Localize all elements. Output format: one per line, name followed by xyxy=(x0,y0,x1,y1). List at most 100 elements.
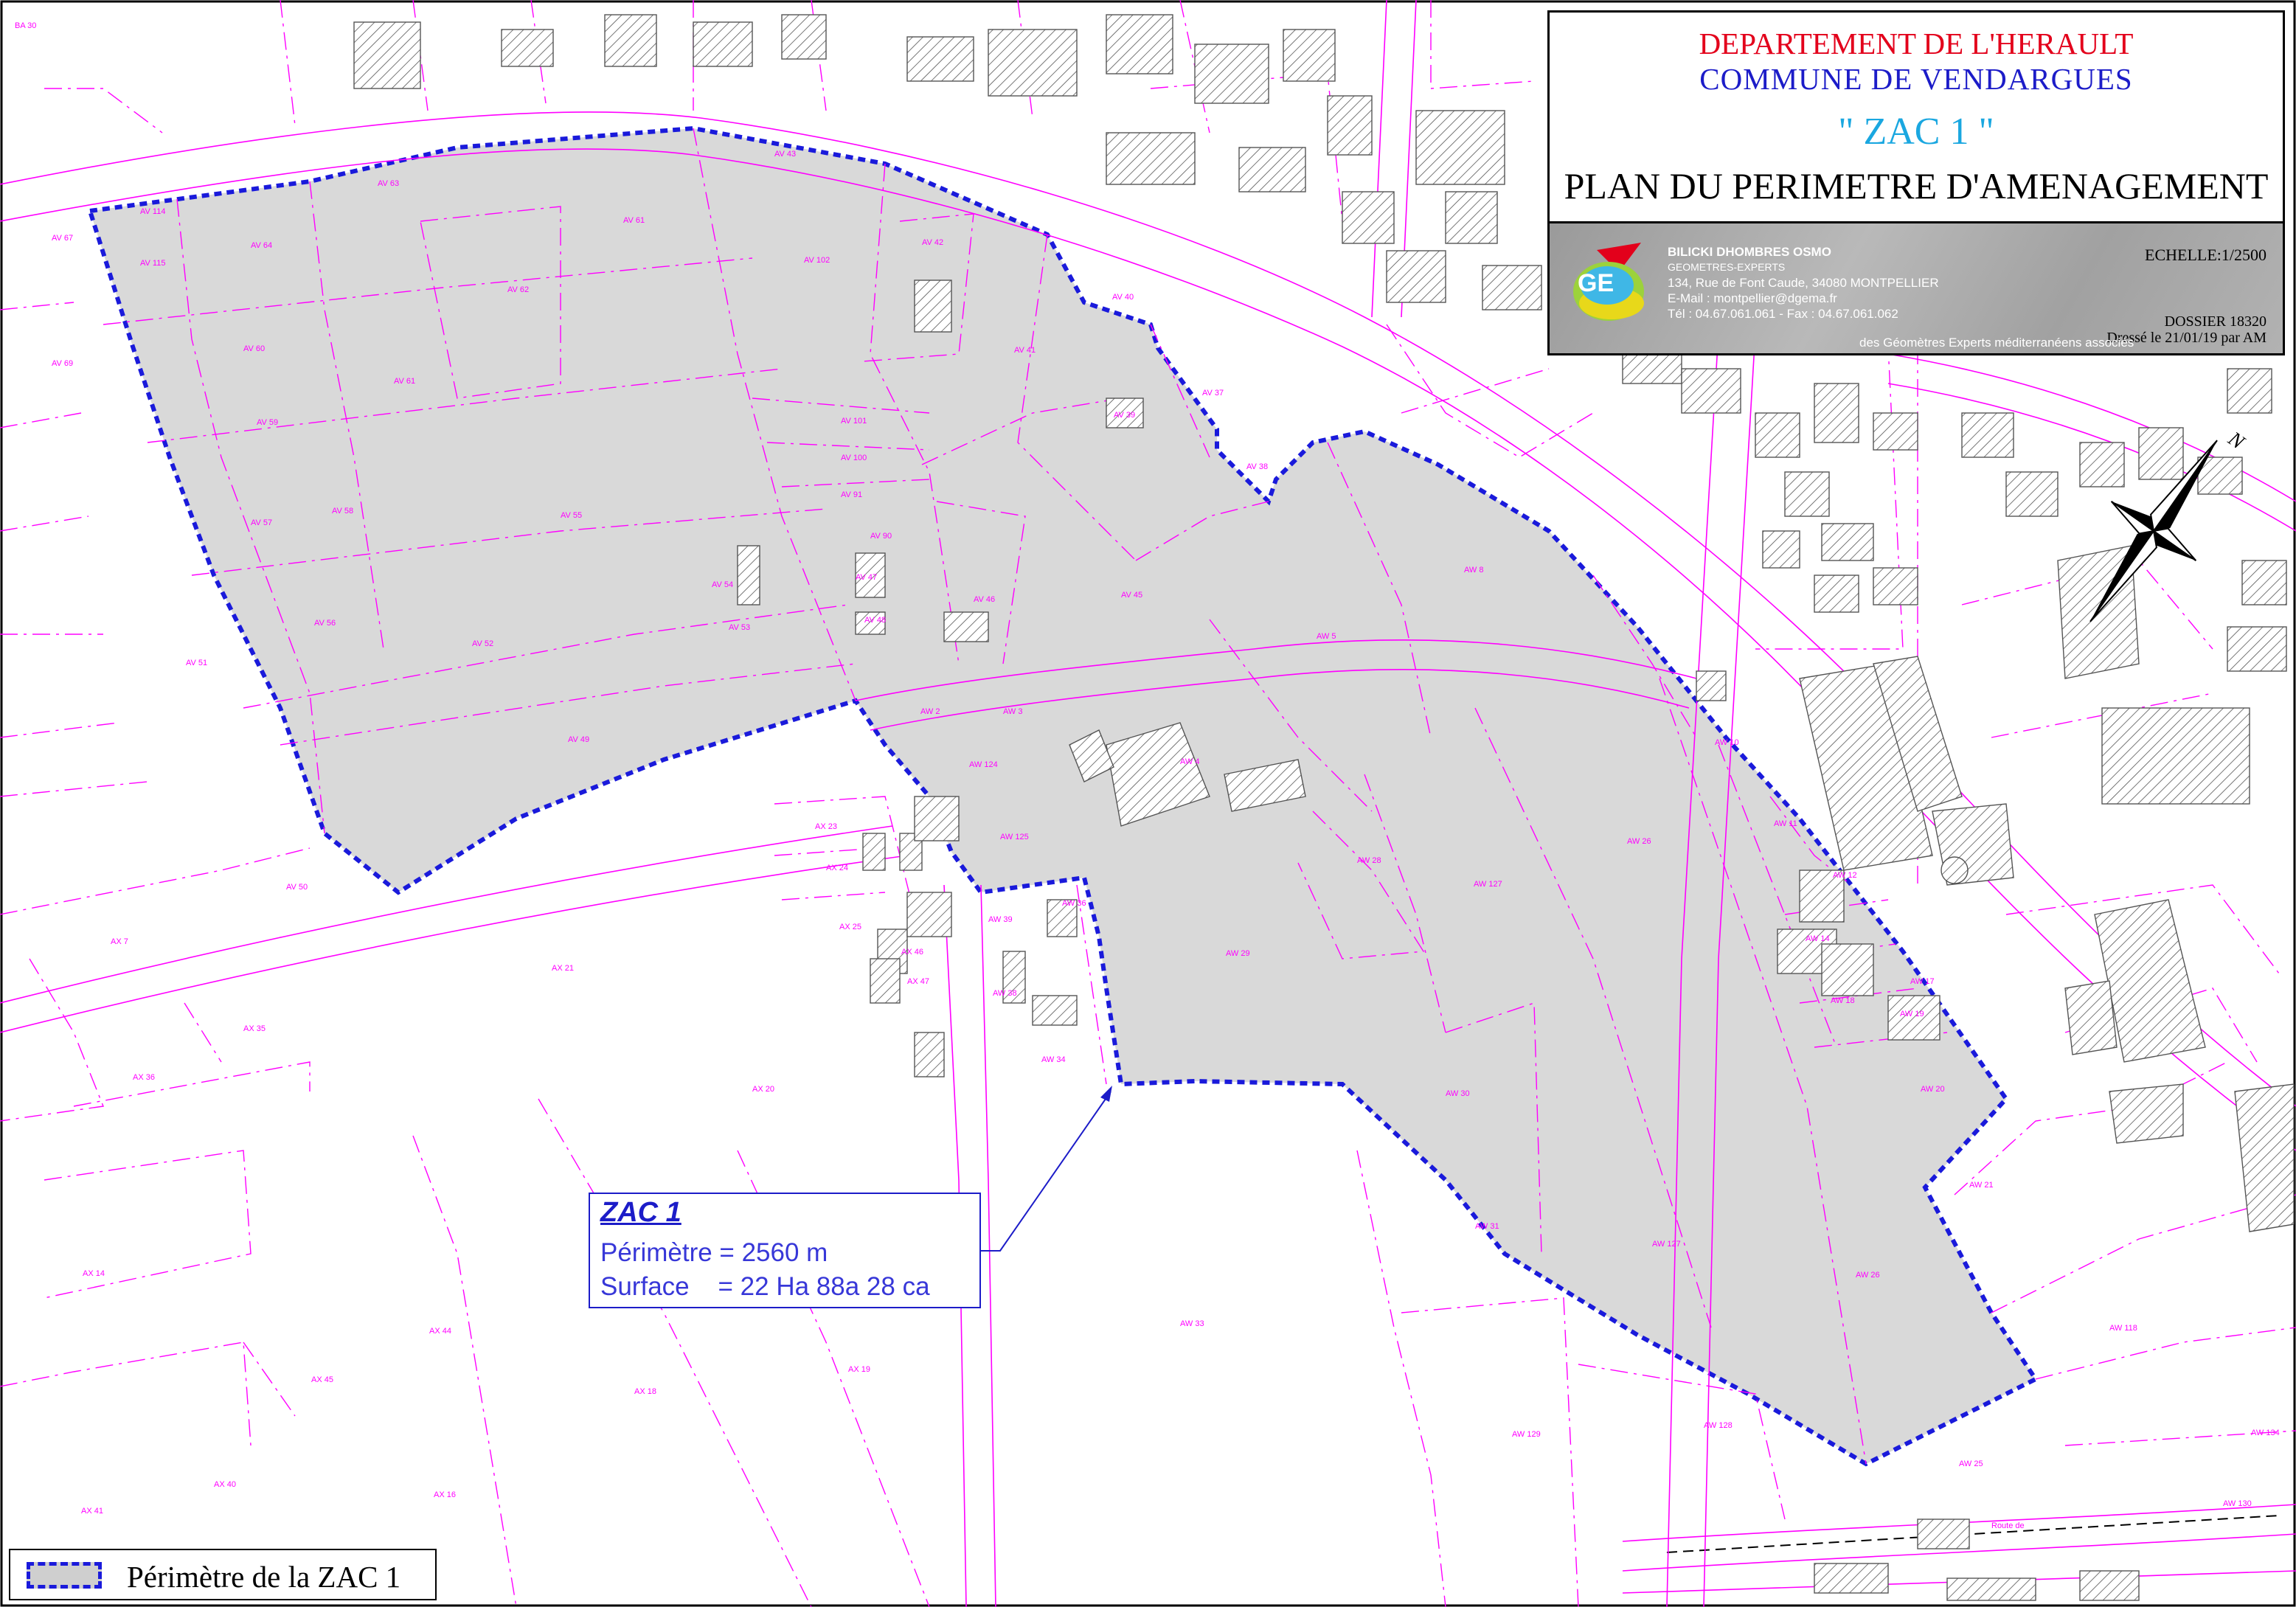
parcel-label: AV 62 xyxy=(507,285,529,294)
parcel-label: AV 102 xyxy=(804,256,830,265)
parcel-label: AW 26 xyxy=(1856,1271,1880,1280)
parcel-label: AW 118 xyxy=(2109,1324,2137,1333)
parcel-label: AV 56 xyxy=(314,619,336,628)
parcel-label: AW 19 xyxy=(1900,1010,1924,1018)
firm-role: GEOMETRES-EXPERTS xyxy=(1668,261,1786,273)
parcel-label: AV 39 xyxy=(1114,411,1135,420)
title-block: DEPARTEMENT DE L'HERAULT COMMUNE DE VEND… xyxy=(1547,10,2285,224)
parcel-label: AV 52 xyxy=(472,639,493,648)
parcel-label: AX 36 xyxy=(133,1073,155,1082)
parcel-label: AW 20 xyxy=(1921,1085,1945,1094)
legend: Périmètre de la ZAC 1 xyxy=(9,1549,437,1600)
parcel-label: AX 35 xyxy=(243,1024,266,1033)
parcel-label: AV 100 xyxy=(841,454,867,462)
parcel-label: AW 36 xyxy=(1062,899,1086,908)
parcel-label: AX 24 xyxy=(826,864,848,872)
parcel-label: AV 63 xyxy=(378,179,399,188)
parcel-label: AW 33 xyxy=(1180,1319,1204,1328)
plan-title: PLAN DU PERIMETRE D'AMENAGEMENT xyxy=(1564,165,2269,206)
parcel-label: AW 29 xyxy=(1226,949,1250,958)
firm-tagline: des Géomètres Experts méditerranéens ass… xyxy=(1859,336,2134,350)
parcel-label: BA 30 xyxy=(15,21,36,30)
parcel-label: AW 5 xyxy=(1317,632,1336,641)
parcel-label: AV 41 xyxy=(1014,346,1036,355)
parcel-label: AV 57 xyxy=(251,518,272,527)
parcel-label: AW 21 xyxy=(1969,1181,1994,1190)
zac-perimeter[interactable] xyxy=(87,125,2039,1467)
firm-email: E-Mail : montpellier@dgema.fr xyxy=(1668,291,1837,305)
firm-name: BILICKI DHOMBRES OSMO xyxy=(1668,245,1831,259)
road-label: Route de xyxy=(1991,1521,2025,1530)
parcel-label: AX 21 xyxy=(552,964,574,973)
scale-label: ECHELLE:1/2500 xyxy=(2145,246,2266,264)
firm-address: 134, Rue de Font Caude, 34080 MONTPELLIE… xyxy=(1668,276,1939,290)
parcel-label: AV 49 xyxy=(568,735,589,744)
parcel-label: AV 48 xyxy=(864,616,886,625)
parcel-label: AW 31 xyxy=(1475,1222,1499,1231)
parcel-label: AV 53 xyxy=(729,623,750,632)
parcel-label: AV 115 xyxy=(140,259,165,268)
cartouche: GE BILICKI DHOMBRES OSMO GEOMETRES-EXPER… xyxy=(1547,221,2285,355)
parcel-label: AW 14 xyxy=(1806,934,1830,943)
parcel-label: AW 34 xyxy=(1041,1055,1066,1064)
parcel-label: AW 4 xyxy=(1180,757,1200,766)
parcel-label: AX 25 xyxy=(839,923,861,931)
parcel-label: AW 18 xyxy=(1831,996,1855,1005)
logo-text: GE xyxy=(1578,269,1614,297)
parcel-label: AV 61 xyxy=(623,216,645,225)
zac-info-box: ZAC 1 Périmètre = 2560 m Surface = 22 Ha… xyxy=(589,1193,981,1308)
parcel-label: AX 46 xyxy=(901,948,923,957)
parcel-label: AV 59 xyxy=(257,418,278,427)
parcel-label: AW 127 xyxy=(1652,1240,1681,1249)
parcel-label: AW 3 xyxy=(1003,707,1023,716)
parcel-label: AV 114 xyxy=(140,207,165,216)
parcel-label: AW 8 xyxy=(1464,566,1484,575)
parcel-label: AW 124 xyxy=(969,760,998,769)
dossier-info: DOSSIER 18320 Dressé le 21/01/19 par AM xyxy=(2106,313,2266,346)
parcel-label: AW 39 xyxy=(988,915,1013,924)
parcel-label: AV 43 xyxy=(774,150,796,159)
parcel-label: AV 90 xyxy=(870,532,892,541)
parcel-label: AX 14 xyxy=(83,1269,105,1278)
firm-phone: Tél : 04.67.061.061 - Fax : 04.67.061.06… xyxy=(1668,307,1898,321)
parcel-label: AV 47 xyxy=(856,573,877,582)
parcel-label: AW 2 xyxy=(920,707,940,716)
zac-surface-value: Surface = 22 Ha 88a 28 ca xyxy=(600,1272,930,1301)
parcel-label: AW 134 xyxy=(2251,1429,2280,1437)
parcel-label: AX 45 xyxy=(311,1375,333,1384)
north-label: N xyxy=(2223,427,2249,454)
parcel-label: AV 60 xyxy=(243,344,265,353)
parcel-label: AW 38 xyxy=(993,989,1017,998)
parcel-label: AV 38 xyxy=(1246,462,1268,471)
parcel-label: AW 25 xyxy=(1959,1460,1983,1468)
legend-swatch xyxy=(27,1562,102,1589)
parcel-label: AV 54 xyxy=(712,580,733,589)
parcel-label: AV 46 xyxy=(974,595,995,604)
parcel-label: AW 129 xyxy=(1512,1430,1541,1439)
parcel-label: AW 130 xyxy=(2223,1499,2252,1508)
parcel-label: AV 45 xyxy=(1121,591,1142,600)
firm-details: BILICKI DHOMBRES OSMO GEOMETRES-EXPERTS … xyxy=(1668,244,1939,322)
parcel-label: AV 51 xyxy=(186,659,207,667)
parcel-label: AW 128 xyxy=(1704,1421,1733,1430)
parcel-label: AW 17 xyxy=(1910,977,1935,986)
parcel-label: AW 11 xyxy=(1774,819,1797,828)
parcel-label: AW 10 xyxy=(1715,738,1739,747)
zac-info-title: ZAC 1 xyxy=(600,1197,681,1228)
buildings xyxy=(353,14,2295,1601)
leader-line xyxy=(981,1091,1111,1252)
parcel-label: AX 20 xyxy=(752,1085,774,1094)
parcel-label: AV 64 xyxy=(251,241,272,250)
parcel-label: AX 23 xyxy=(815,822,837,831)
parcel-label: AV 42 xyxy=(922,238,943,247)
dossier-number: DOSSIER 18320 xyxy=(2164,313,2266,330)
parcel-label: AV 40 xyxy=(1112,293,1134,302)
parcel-label: AX 40 xyxy=(214,1480,236,1489)
parcel-label: AV 55 xyxy=(561,511,582,520)
parcel-label: AX 7 xyxy=(111,937,128,946)
zac-perimeter-value: Périmètre = 2560 m xyxy=(600,1238,828,1267)
parcel-label: AV 58 xyxy=(332,507,353,516)
